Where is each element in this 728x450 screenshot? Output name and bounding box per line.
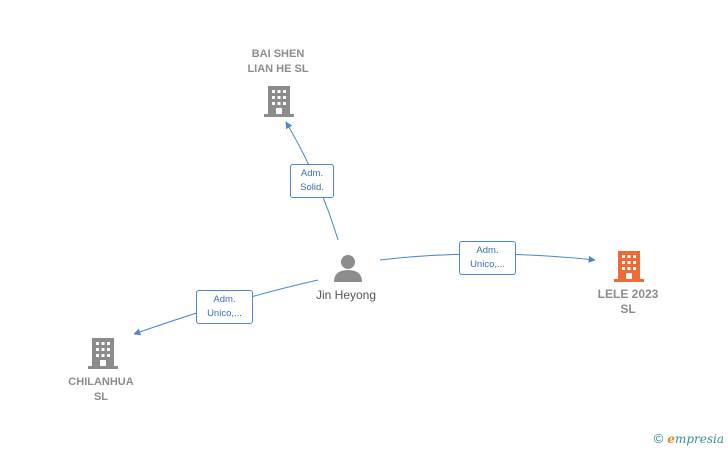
person-icon[interactable] [334, 255, 362, 282]
node-label-jin-heyong[interactable]: Jin Heyong [315, 288, 377, 302]
footer-brand: © empresia [654, 431, 724, 446]
edge-label-chilanhua: Adm. Unico,... [196, 290, 253, 324]
brand-logo-text: mpresia [674, 431, 724, 446]
building-icon[interactable] [264, 86, 294, 117]
edge-label-lele: Adm. Unico,... [459, 241, 516, 275]
node-label-lele[interactable]: LELE 2023 SL [597, 287, 659, 316]
node-label-bai-shen[interactable]: BAI SHEN LIAN HE SL [247, 48, 309, 75]
node-label-chilanhua[interactable]: CHILANHUA SL [68, 376, 134, 403]
building-icon[interactable] [614, 251, 644, 282]
building-icon[interactable] [88, 338, 118, 369]
brand-logo: empresia [667, 432, 724, 446]
brand-logo-e: e [667, 431, 675, 446]
edge-label-bai-shen: Adm. Solid. [290, 164, 334, 198]
copyright-symbol: © [653, 431, 664, 446]
